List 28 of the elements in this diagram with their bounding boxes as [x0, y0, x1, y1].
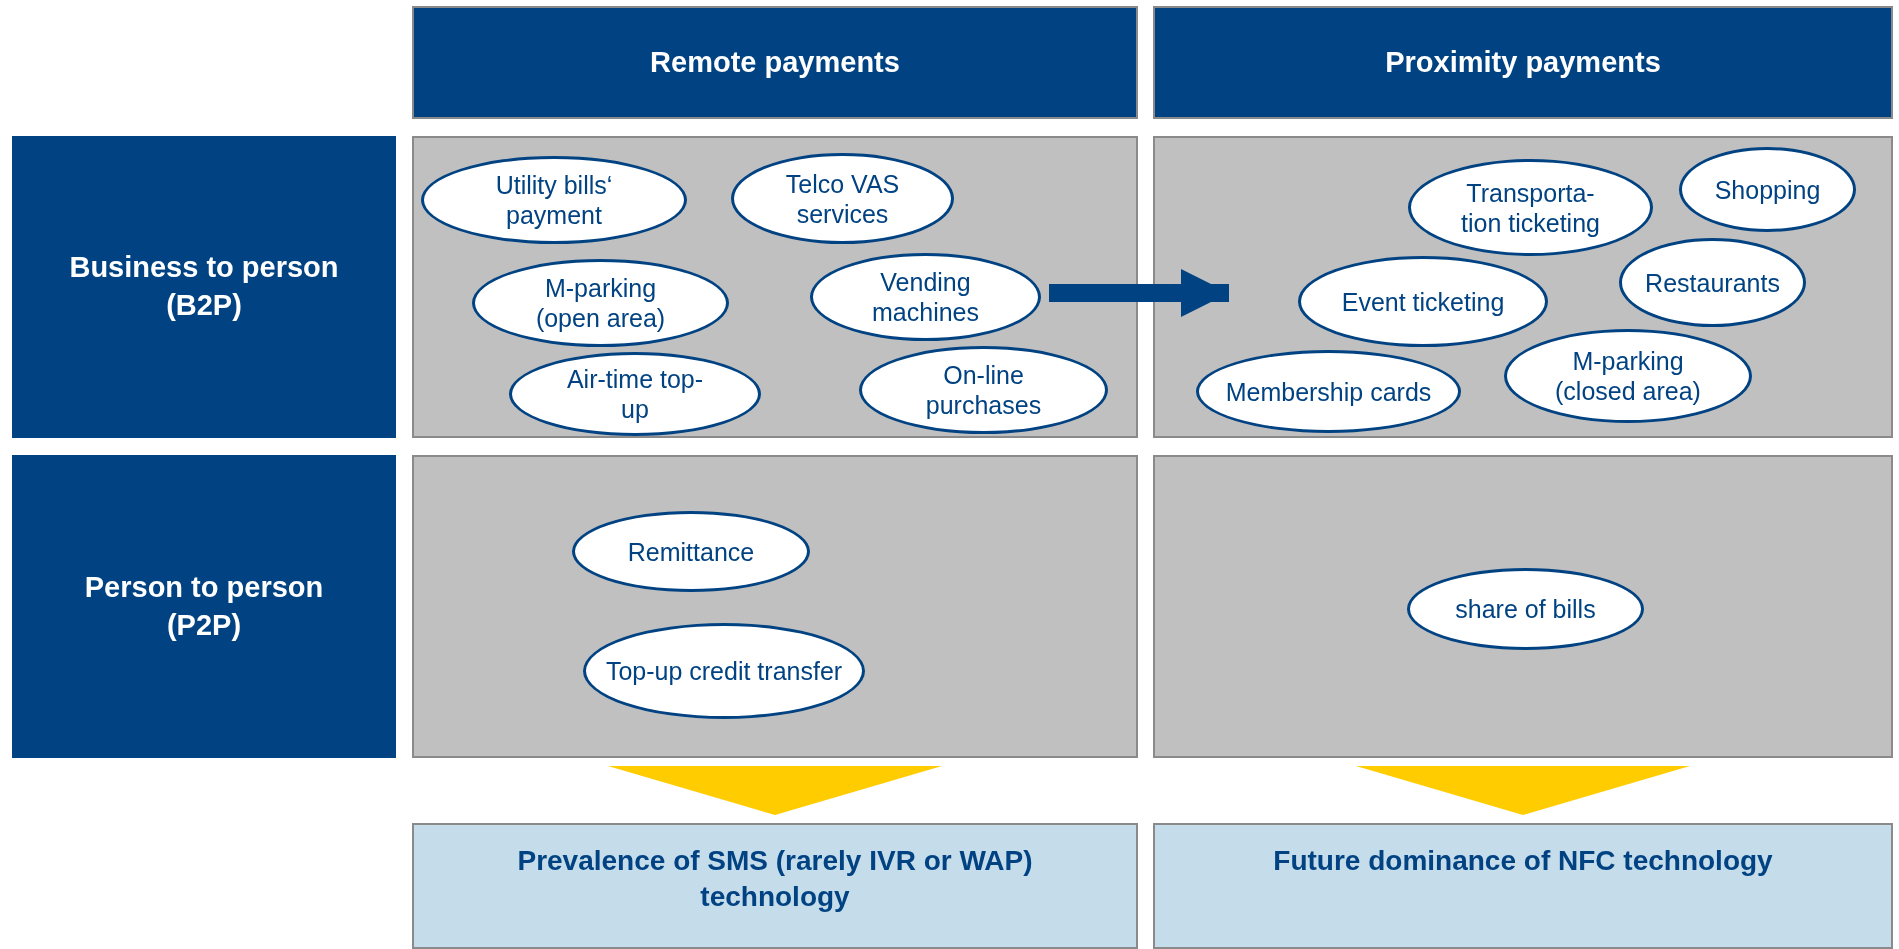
grid-cell: [1153, 455, 1893, 758]
use-case-ellipse: Telco VAS services: [731, 153, 954, 244]
use-case-ellipse: Restaurants: [1619, 238, 1806, 327]
use-case-ellipse: Shopping: [1679, 147, 1856, 232]
use-case-ellipse: M-parking (closed area): [1504, 329, 1752, 423]
use-case-ellipse: On-line purchases: [859, 346, 1108, 434]
chevron-arrow: [1356, 766, 1690, 815]
use-case-ellipse: Top-up credit transfer: [583, 623, 865, 719]
use-case-ellipse: Transporta- tion ticketing: [1408, 159, 1653, 256]
use-case-ellipse: Vending machines: [810, 253, 1041, 341]
use-case-ellipse: Utility bills‘ payment: [421, 156, 687, 244]
row-header: Business to person (B2P): [12, 136, 396, 438]
use-case-ellipse: Air-time top-up: [509, 352, 761, 436]
use-case-ellipse: M-parking (open area): [472, 259, 729, 347]
grid-cell: [1153, 136, 1893, 438]
technology-box: Prevalence of SMS (rarely IVR or WAP) technology: [412, 823, 1138, 949]
chevron-arrow: [608, 766, 942, 815]
column-header: Remote payments: [412, 6, 1138, 119]
use-case-ellipse: Event ticketing: [1298, 256, 1548, 347]
technology-box: Future dominance of NFC technology: [1153, 823, 1893, 949]
column-header: Proximity payments: [1153, 6, 1893, 119]
use-case-ellipse: share of bills: [1407, 568, 1644, 650]
arrow: [1049, 269, 1229, 317]
grid-cell: [412, 455, 1138, 758]
grid-cell: [412, 136, 1138, 438]
use-case-ellipse: Remittance: [572, 511, 810, 592]
row-header: Person to person (P2P): [12, 455, 396, 758]
use-case-ellipse: Membership cards: [1196, 350, 1461, 433]
